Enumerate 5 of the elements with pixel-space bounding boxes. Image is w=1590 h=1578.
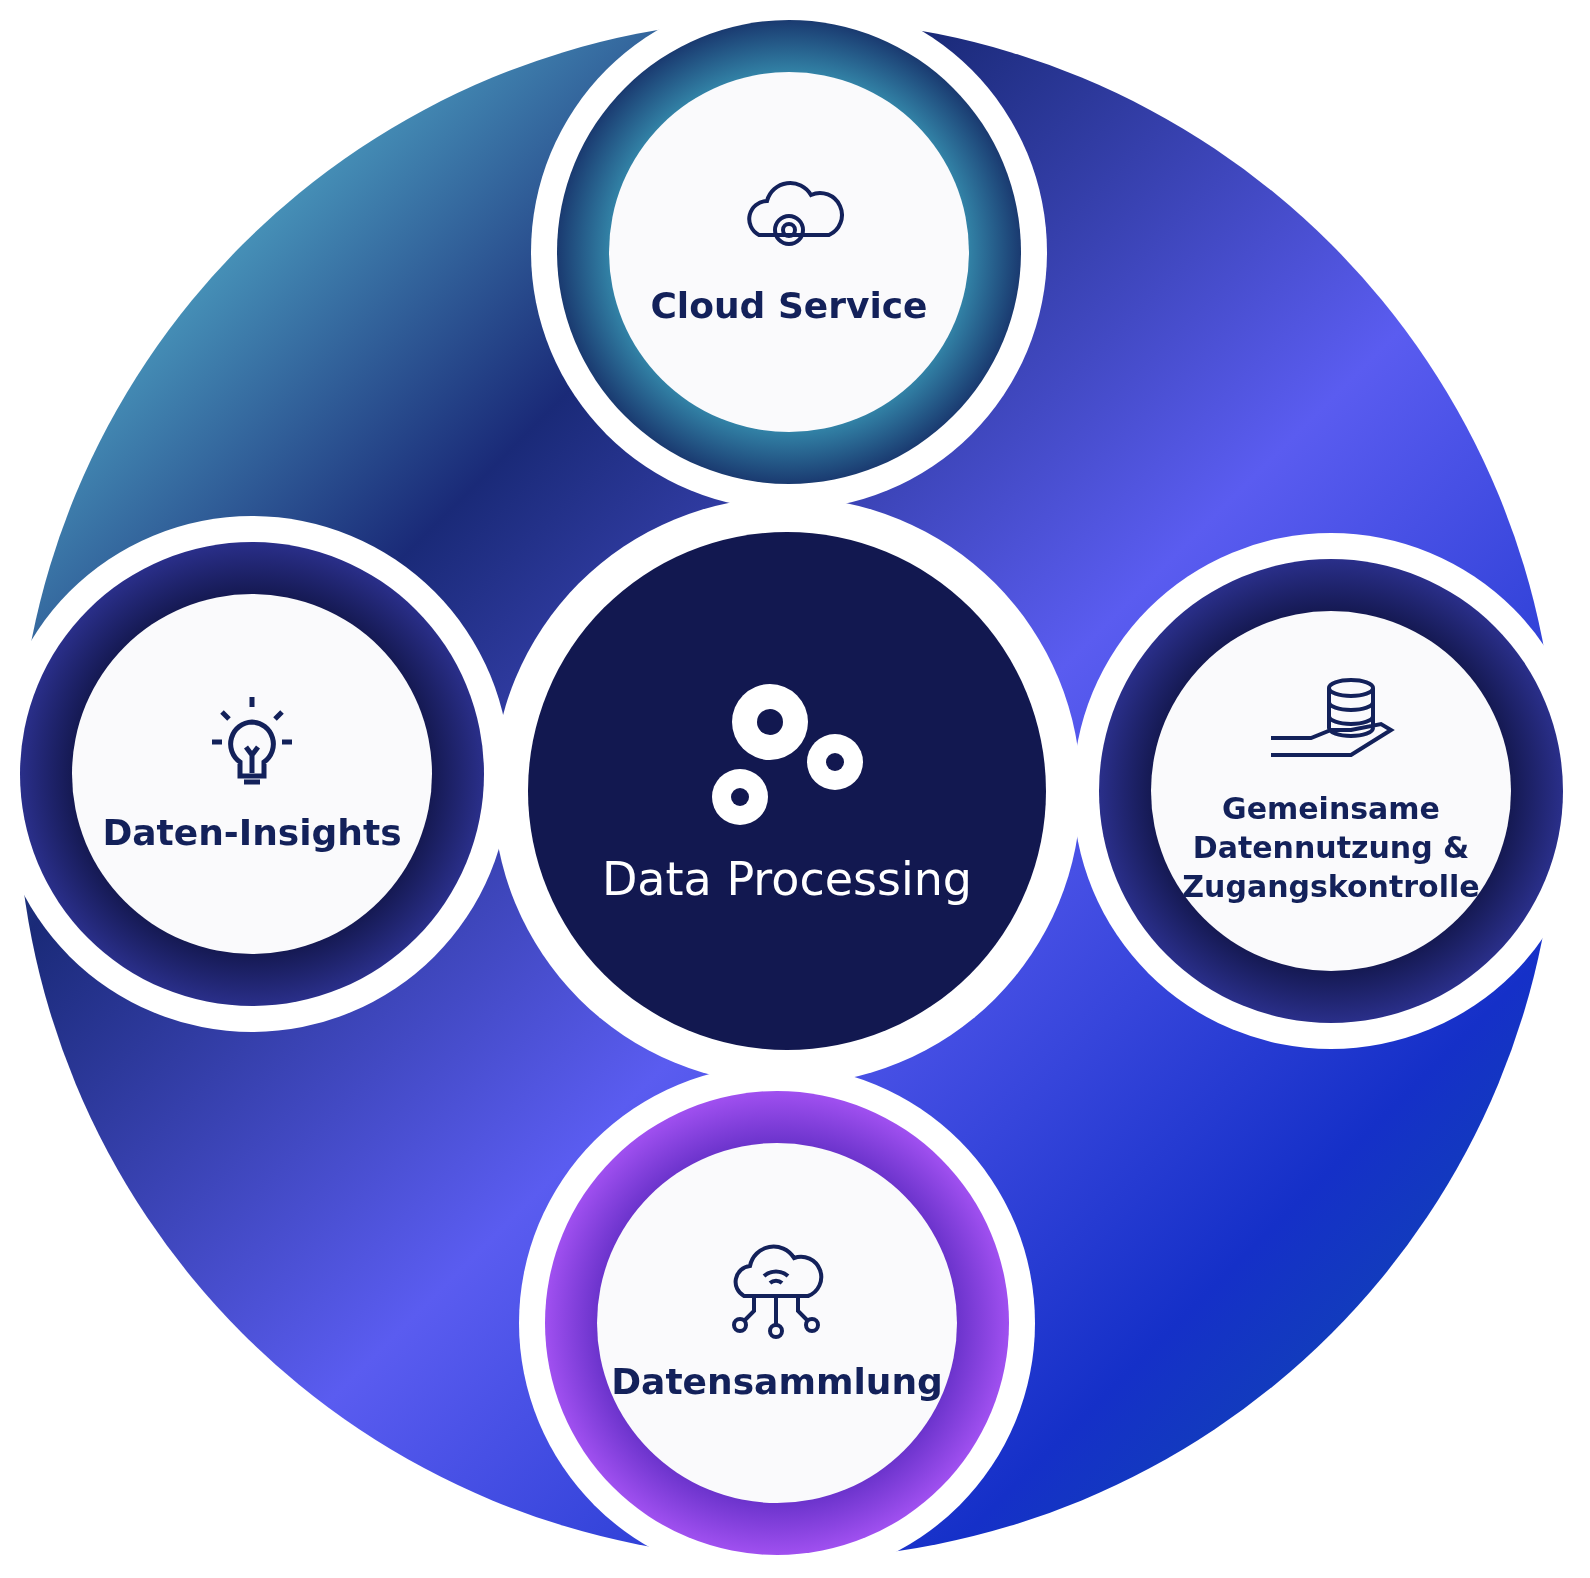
node-label: Gemeinsame Datennutzung & Zugangskontrolle (1181, 790, 1481, 906)
node-label: Cloud Service (650, 283, 928, 328)
node-label: Daten-Insights (102, 810, 402, 855)
node-label: Data Processing (601, 851, 973, 909)
node-label: Datensammlung (611, 1359, 943, 1404)
